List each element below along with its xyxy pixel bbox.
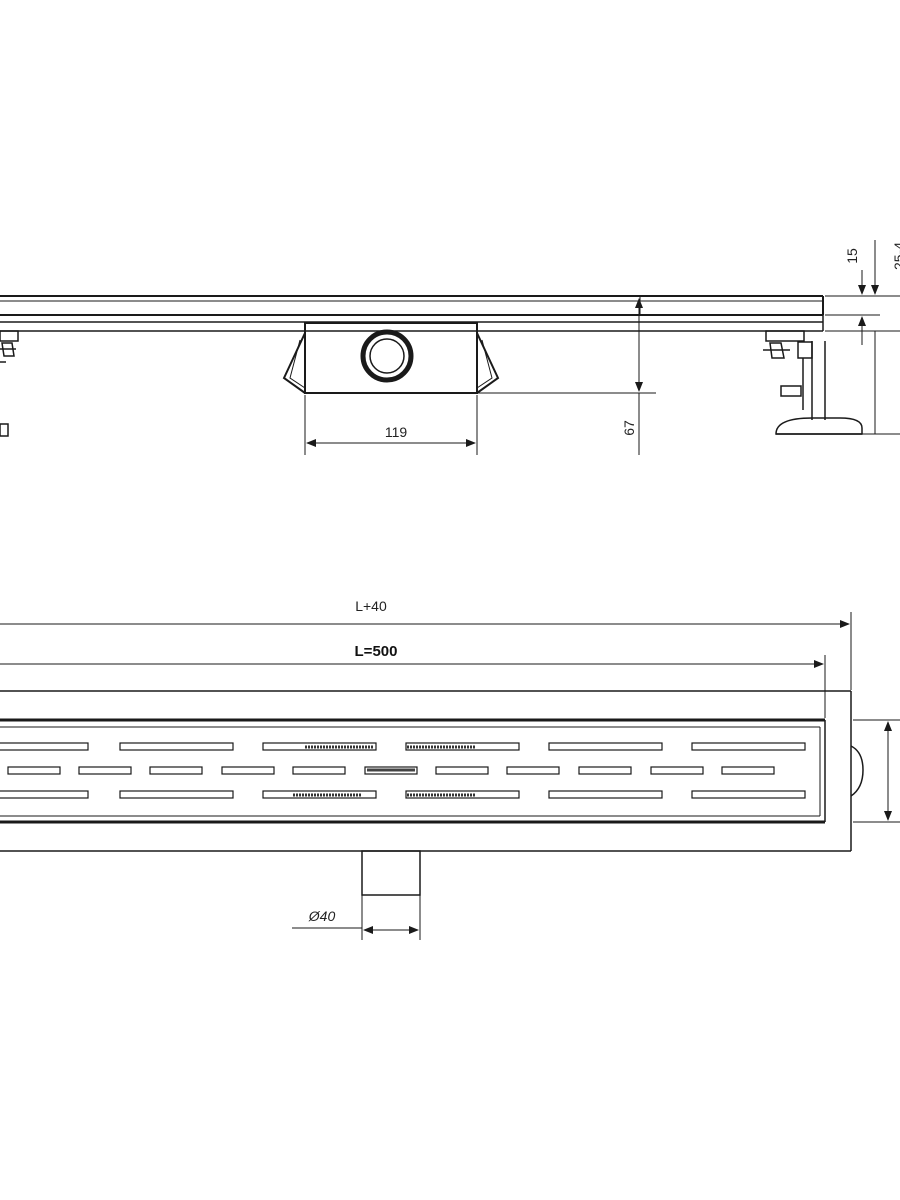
top-view: L+40 L=500 70 Ø40 bbox=[0, 598, 900, 940]
side-view: 119 67 15 25-4 bbox=[0, 240, 900, 455]
channel-body-side bbox=[0, 295, 824, 332]
grate-slot bbox=[548, 742, 663, 751]
grate-slot bbox=[435, 766, 489, 775]
grate-slot bbox=[691, 742, 806, 751]
grate-slot bbox=[262, 742, 377, 751]
left-support-foot bbox=[0, 330, 19, 437]
overall-length-label: L+40 bbox=[355, 598, 387, 614]
grate-slot bbox=[0, 790, 89, 799]
height-label: 67 bbox=[621, 420, 637, 436]
dimension-outlet-diameter: Ø40 bbox=[292, 908, 419, 934]
grate-slot bbox=[262, 790, 377, 799]
dimension-height: 67 bbox=[477, 298, 656, 455]
total-partial-label: 25-4 bbox=[891, 242, 900, 270]
grate-slot bbox=[0, 742, 89, 751]
grate-slot bbox=[119, 790, 234, 799]
grate-slot bbox=[78, 766, 132, 775]
grate-slot bbox=[578, 766, 632, 775]
grate-slot bbox=[7, 766, 61, 775]
grate-slot bbox=[506, 766, 560, 775]
outlet-width-label: 119 bbox=[385, 424, 408, 440]
outlet-box bbox=[282, 322, 500, 394]
grate-slot bbox=[650, 766, 704, 775]
grate-slot bbox=[691, 790, 806, 799]
right-support-foot bbox=[763, 330, 863, 435]
channel-body-top bbox=[0, 690, 864, 852]
grate-slot bbox=[221, 766, 275, 775]
dimension-outlet-width: 119 bbox=[304, 395, 478, 455]
outlet-pipe bbox=[361, 850, 421, 940]
dimension-length: L=500 bbox=[0, 643, 826, 718]
grate-slot bbox=[548, 790, 663, 799]
dimension-grate-thickness: 15 25-4 bbox=[825, 240, 900, 435]
dimension-overall-length: L+40 bbox=[0, 598, 852, 690]
outlet-diameter-label: Ø40 bbox=[308, 908, 336, 924]
grate-slot bbox=[119, 742, 234, 751]
grate-slot bbox=[149, 766, 203, 775]
length-label: L=500 bbox=[355, 643, 398, 660]
grate-thickness-label: 15 bbox=[844, 248, 860, 264]
grate-slot bbox=[721, 766, 775, 775]
grate-slots bbox=[0, 742, 806, 799]
grate-slot bbox=[292, 766, 346, 775]
dimension-width: 70 bbox=[853, 719, 900, 823]
